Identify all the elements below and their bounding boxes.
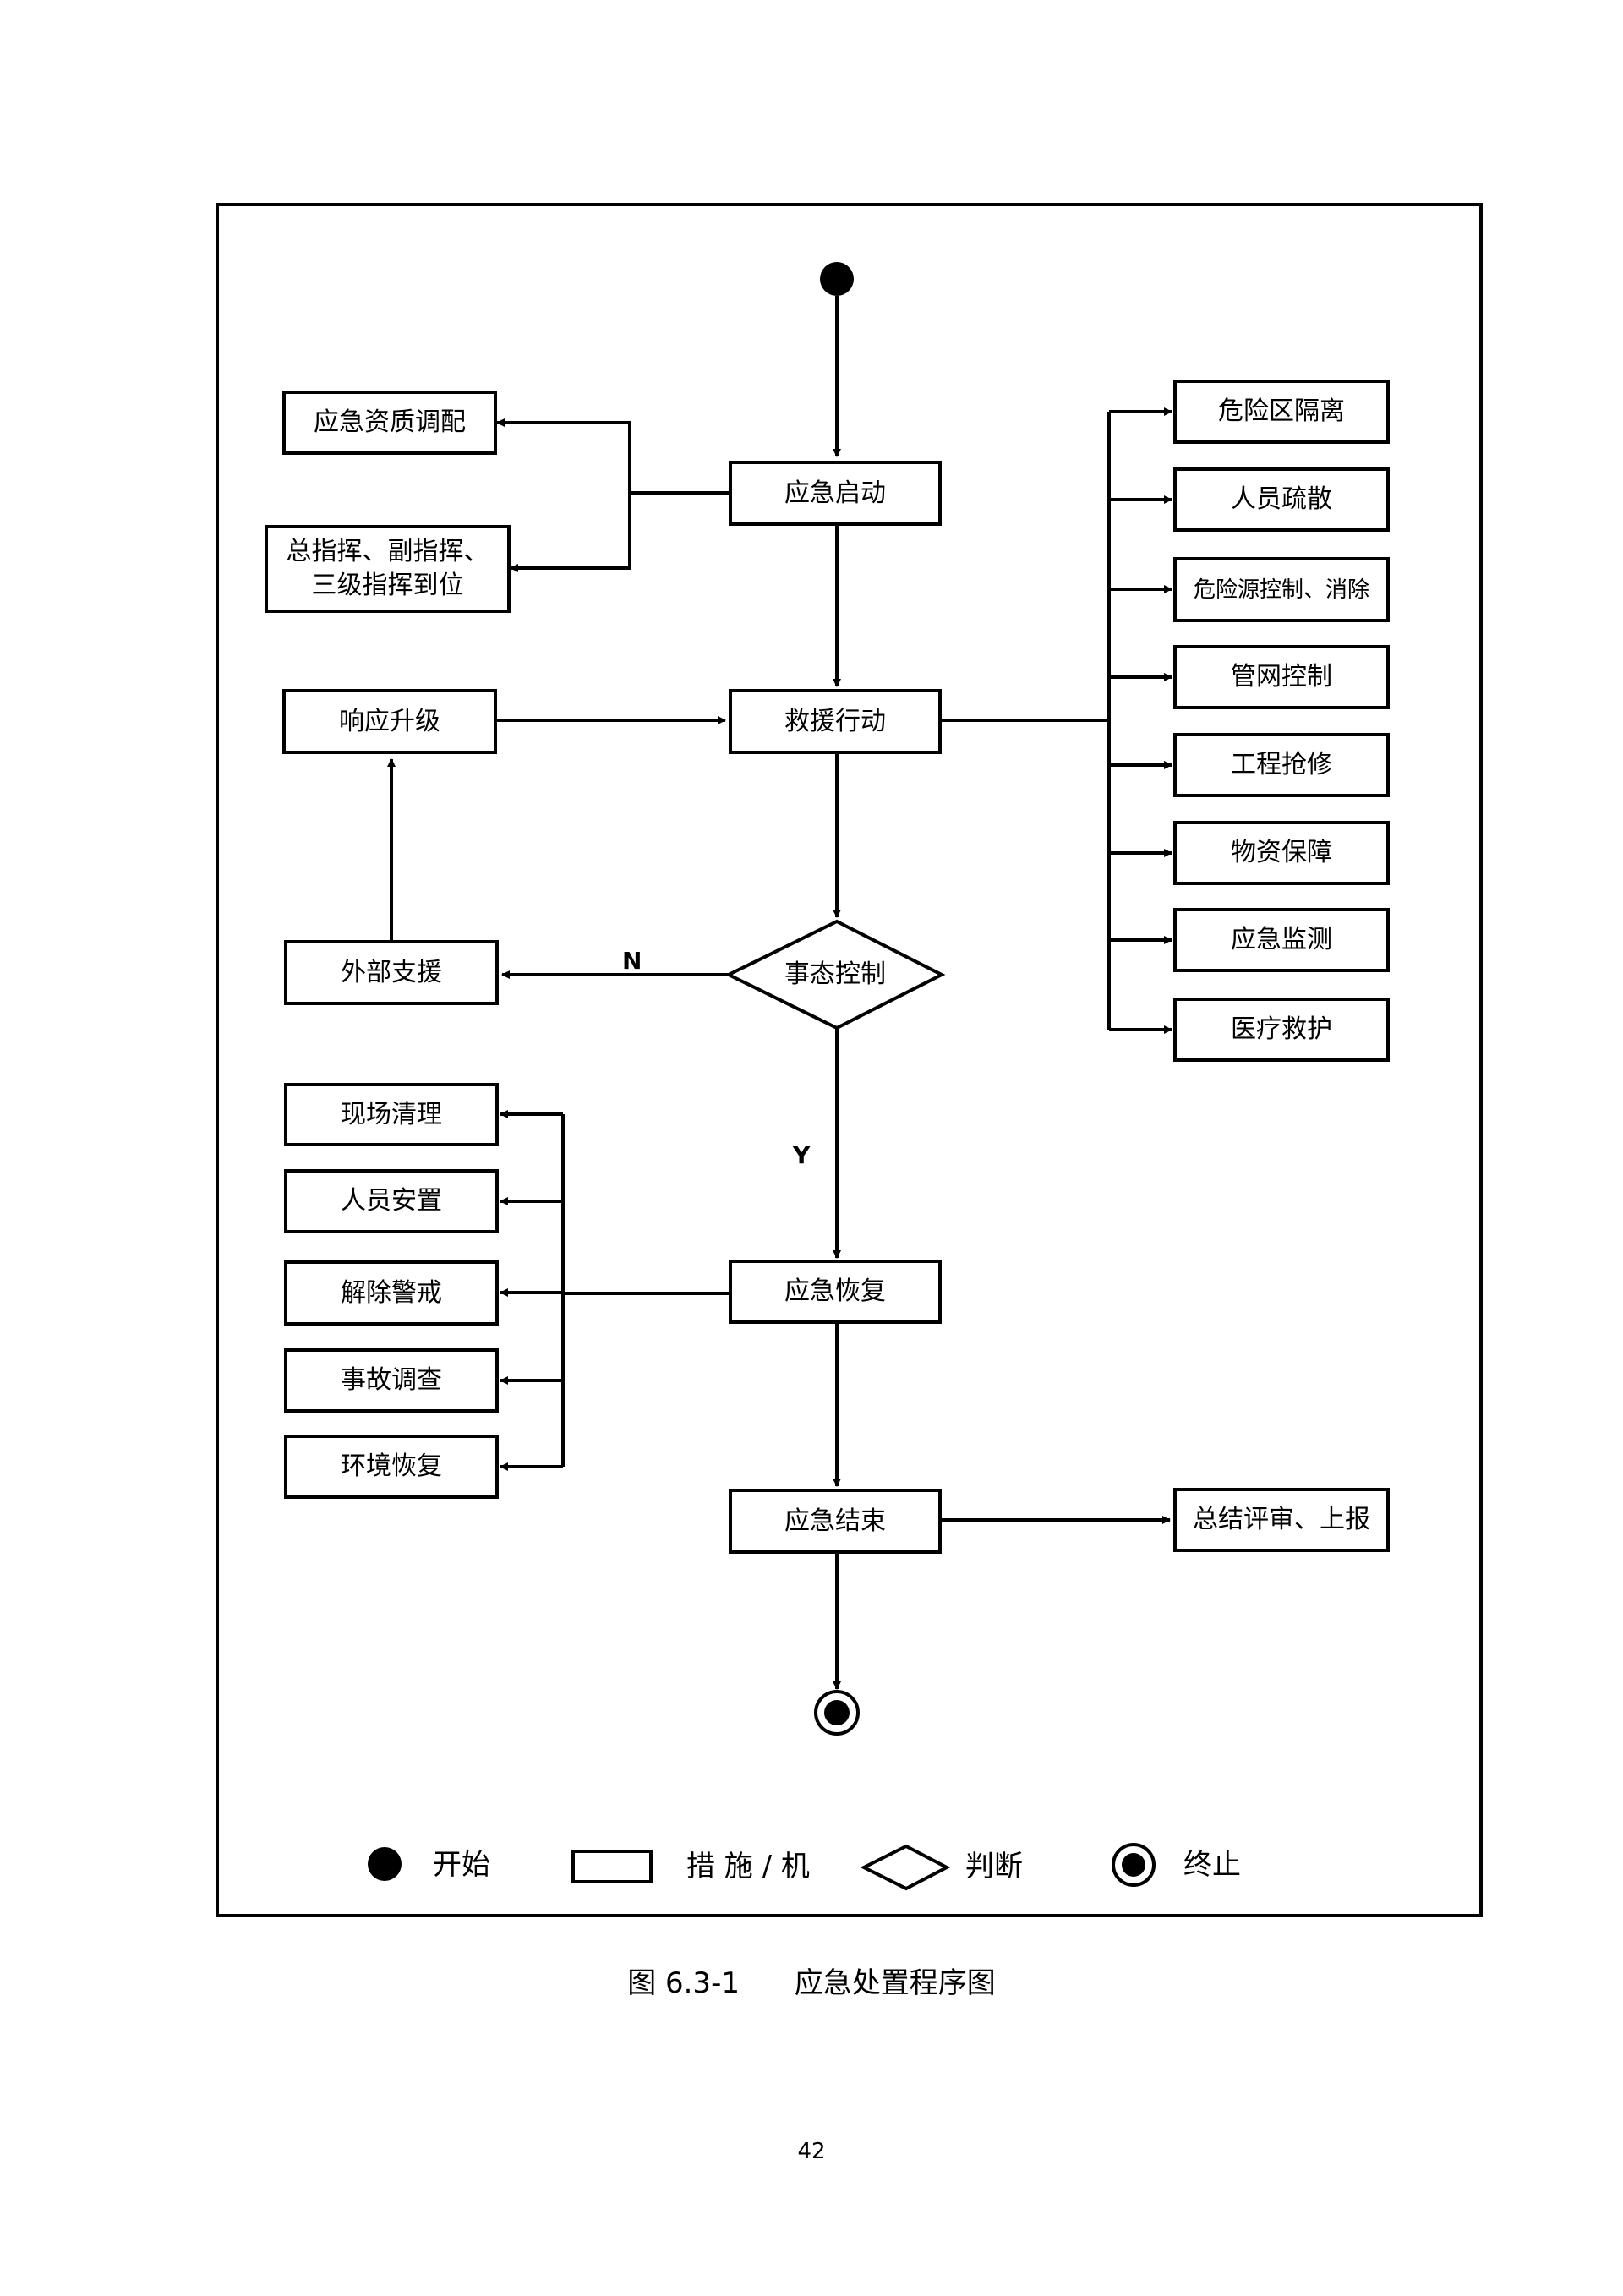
right-branch-arrows	[1109, 407, 1172, 1034]
recovery-item: 事故调查	[284, 1348, 499, 1413]
node-decision-label: 事态控制	[784, 959, 886, 989]
figure-caption: 图 6.3-1 应急处置程序图	[627, 1966, 996, 2000]
node-recovery: 应急恢复	[729, 1260, 942, 1324]
branch-label-no: N	[622, 947, 642, 975]
branch-label-yes: Y	[793, 1141, 811, 1169]
action-item: 医疗救护	[1173, 998, 1390, 1062]
action-item: 应急监测	[1173, 908, 1390, 972]
flow-line	[496, 418, 729, 495]
legend-measure-label: 措 施 / 机	[686, 1850, 810, 1883]
legend-start-icon	[368, 1847, 402, 1881]
action-item: 危险源控制、消除	[1173, 557, 1390, 622]
action-item: 物资保障	[1173, 821, 1390, 885]
node-end: 应急结束	[729, 1489, 942, 1554]
recovery-item: 解除警戒	[284, 1260, 499, 1326]
node-rescue: 救援行动	[729, 689, 942, 754]
page-number: 42	[797, 2139, 826, 2164]
action-item: 危险区隔离	[1173, 380, 1390, 444]
recovery-item: 现场清理	[284, 1083, 499, 1146]
node-supplies: 应急资质调配	[282, 391, 497, 455]
diagram-frame	[216, 203, 1483, 1917]
node-commander: 总指挥、副指挥、 三级指挥到位	[265, 525, 511, 613]
node-escalate: 响应升级	[282, 689, 497, 754]
recovery-item: 人员安置	[284, 1169, 499, 1233]
legend-terminate-dot	[1122, 1853, 1145, 1877]
end-node-dot	[824, 1700, 850, 1725]
legend-terminate-label: 终止	[1183, 1848, 1241, 1882]
node-summary: 总结评审、上报	[1173, 1488, 1390, 1552]
action-item: 工程抢修	[1173, 733, 1390, 797]
node-activate: 应急启动	[729, 461, 942, 526]
left-branch-arrows	[500, 1110, 563, 1471]
legend-start-label: 开始	[433, 1848, 490, 1882]
legend-judge-label: 判断	[965, 1850, 1023, 1883]
start-node	[820, 262, 854, 296]
flow-line	[510, 493, 631, 572]
legend-measure-icon	[571, 1850, 653, 1883]
node-external: 外部支援	[284, 940, 499, 1005]
recovery-item: 环境恢复	[284, 1435, 499, 1499]
action-item: 管网控制	[1173, 645, 1390, 709]
legend-judge-icon	[860, 1844, 951, 1891]
action-item: 人员疏散	[1173, 467, 1390, 532]
